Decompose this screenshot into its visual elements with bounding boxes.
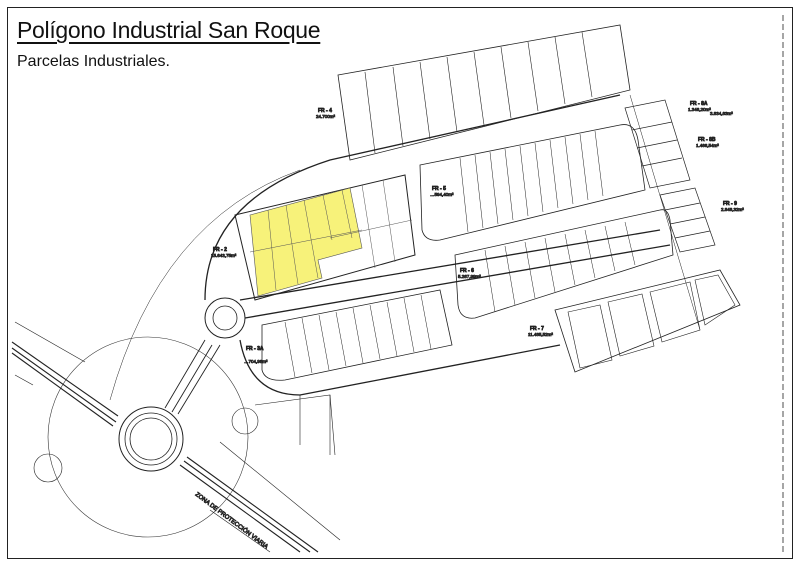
svg-text:1.466,54m²: 1.466,54m² [696, 143, 719, 148]
zone-label-fr3a: FR - 3A [246, 346, 264, 352]
zone-label-fr9: FR - 9 [723, 201, 737, 207]
small-roundabout [204, 297, 246, 339]
block-fr7 [554, 269, 741, 373]
protection-circle [47, 336, 249, 538]
block-fr8 [624, 99, 691, 189]
block-fr9 [659, 187, 716, 253]
block-fr5 [419, 124, 646, 241]
svg-text:…704,96m²: …704,96m² [244, 359, 268, 364]
svg-text:5.267,99m²: 5.267,99m² [458, 274, 481, 279]
highway-se [179, 456, 319, 553]
zone-label-fr8a: FR - 8A [690, 101, 708, 107]
zone-total-fr8: 3.834,63m² [710, 111, 733, 116]
road-zone-label: ZONA DE PROTECCIÓN VIARIA [194, 491, 270, 550]
svg-text:24.700m²: 24.700m² [316, 114, 336, 119]
svg-text:…594,40m²: …594,40m² [430, 192, 454, 197]
roundabout [118, 406, 184, 472]
block-fr6 [454, 209, 674, 319]
access-road [164, 339, 221, 415]
block-fr4 [337, 24, 631, 161]
zone-label-fr4: FR - 4 [318, 108, 332, 114]
zone-label-fr8b: FR - 8B [698, 137, 716, 143]
page-title: Polígono Industrial San Roque [17, 17, 321, 43]
svg-text:1.346,20m²: 1.346,20m² [688, 107, 711, 112]
zone-label-fr5: FR - 5 [432, 186, 446, 192]
zone-label-fr7: FR - 7 [530, 326, 544, 332]
svg-text:11.485,52m²: 11.485,52m² [528, 332, 553, 337]
zone-label-fr6: FR - 6 [460, 268, 474, 274]
svg-text:2.848,32m²: 2.848,32m² [721, 207, 744, 212]
svg-text:15.643,75m²: 15.643,75m² [211, 253, 237, 258]
highway-nw [11, 341, 119, 427]
highlighted-parcels [249, 187, 363, 297]
block-fr2 [234, 174, 416, 301]
map-frame [7, 7, 793, 559]
block-fr3a [261, 289, 453, 381]
zone-label-fr2: FR - 2 [213, 247, 227, 253]
page-subtitle: Parcelas Industriales. [17, 53, 170, 70]
